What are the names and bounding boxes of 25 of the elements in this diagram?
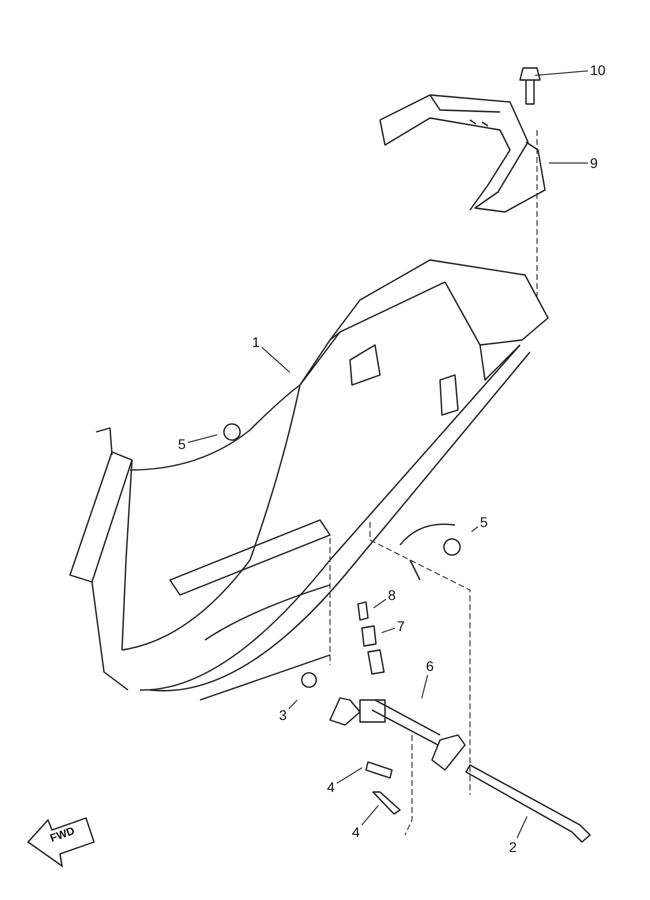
leader-line <box>421 674 428 699</box>
callout-number: 5 <box>480 514 488 530</box>
callout-number: 2 <box>509 839 517 855</box>
leader-line <box>336 767 363 784</box>
leader-line <box>288 700 298 710</box>
leader-line <box>548 162 588 164</box>
leader-line <box>261 346 290 373</box>
leader-line <box>471 526 478 532</box>
callout-number: 4 <box>352 824 360 840</box>
leader-line <box>381 628 396 634</box>
callout-number: 4 <box>327 779 335 795</box>
leader-line <box>187 434 218 443</box>
callout-number: 1 <box>252 334 260 350</box>
callout-number: 10 <box>590 62 606 78</box>
callout-number: 3 <box>279 707 287 723</box>
direction-label: FWD <box>48 825 76 845</box>
leader-line <box>373 598 386 608</box>
callout-number: 7 <box>397 618 405 634</box>
callout-number: 9 <box>590 155 598 171</box>
callout-number: 5 <box>178 436 186 452</box>
leader-line <box>516 816 528 838</box>
callout-number: 8 <box>388 587 396 603</box>
leader-line <box>534 70 588 76</box>
callout-number: 6 <box>426 658 434 674</box>
leader-line <box>361 804 379 826</box>
